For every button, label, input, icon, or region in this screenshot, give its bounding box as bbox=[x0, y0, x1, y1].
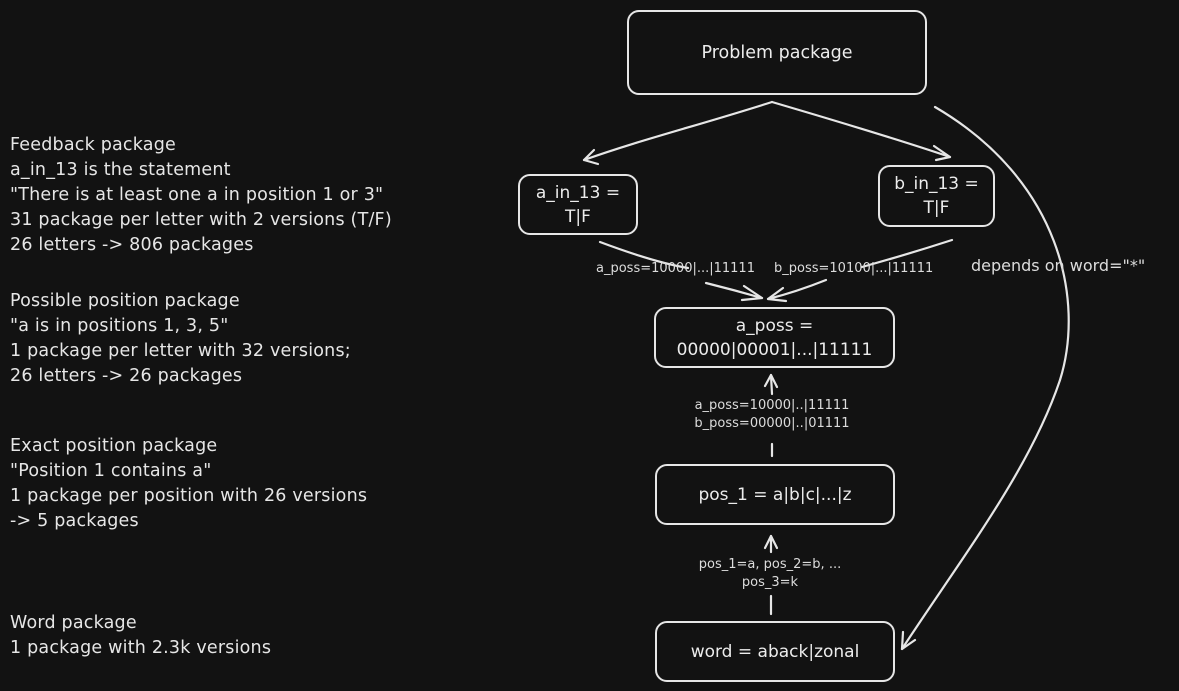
edge-label-b-in-to-poss: b_poss=10100|...|11111 bbox=[774, 261, 934, 276]
note-title: Possible position package bbox=[10, 291, 240, 311]
edge-a-in-13-to-a-poss bbox=[598, 240, 764, 302]
note-title: Feedback package bbox=[10, 135, 176, 155]
note-title: Exact position package bbox=[10, 436, 218, 456]
note-line: "There is at least one a in position 1 o… bbox=[10, 185, 384, 205]
edge-pos1-to-a-poss bbox=[763, 373, 779, 458]
note-feedback-package: Feedback package a_in_13 is the statemen… bbox=[10, 133, 392, 258]
node-b-in-13: b_in_13 = T|F bbox=[878, 165, 995, 227]
note-line: 1 package per position with 26 versions bbox=[10, 486, 368, 506]
note-word-package: Word package 1 package with 2.3k version… bbox=[10, 611, 271, 661]
note-title: Word package bbox=[10, 613, 137, 633]
node-a-poss: a_poss = 00000|00001|...|11111 bbox=[654, 307, 895, 368]
edge-label-pos-to-poss: a_poss=10000|..|11111 b_poss=00000|..|01… bbox=[694, 398, 850, 431]
note-line: "a is in positions 1, 3, 5" bbox=[10, 316, 229, 336]
node-pos-1: pos_1 = a|b|c|...|z bbox=[655, 464, 895, 525]
note-line: 1 package with 2.3k versions bbox=[10, 638, 272, 658]
edge-label-word-to-pos: pos_1=a, pos_2=b, ... pos_3=k bbox=[698, 557, 842, 590]
note-line: a_in_13 is the statement bbox=[10, 160, 231, 180]
node-a-in-13: a_in_13 = T|F bbox=[518, 174, 638, 235]
note-line: -> 5 packages bbox=[10, 511, 139, 531]
edge-word-to-pos1 bbox=[763, 534, 779, 616]
edge-problem-to-b-in-13 bbox=[770, 100, 952, 162]
note-possible-position-package: Possible position package "a is in posit… bbox=[10, 289, 351, 389]
note-line: 1 package per letter with 32 versions; bbox=[10, 341, 351, 361]
edge-problem-to-word bbox=[900, 105, 1070, 651]
note-line: 26 letters -> 806 packages bbox=[10, 235, 254, 255]
note-line: "Position 1 contains a" bbox=[10, 461, 212, 481]
edge-problem-to-a-in-13 bbox=[582, 100, 774, 166]
node-problem-package: Problem package bbox=[627, 10, 927, 95]
note-line: 26 letters -> 26 packages bbox=[10, 366, 243, 386]
edge-label-a-in-to-poss: a_poss=10000|...|11111 bbox=[596, 261, 755, 276]
edge-b-in-13-to-a-poss bbox=[766, 238, 954, 303]
node-word: word = aback|zonal bbox=[655, 621, 895, 682]
note-exact-position-package: Exact position package "Position 1 conta… bbox=[10, 434, 367, 534]
note-line: 31 package per letter with 2 versions (T… bbox=[10, 210, 392, 230]
edge-label-problem-to-word: depends on word="*" bbox=[971, 256, 1146, 275]
